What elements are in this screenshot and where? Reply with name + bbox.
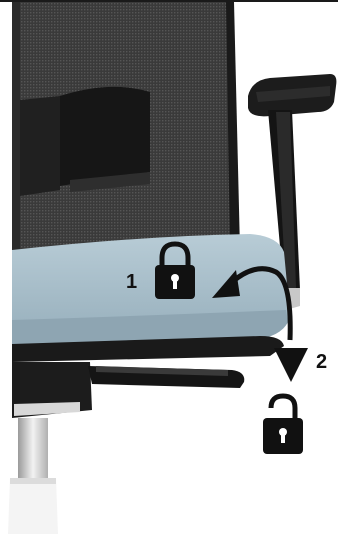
lock-open-icon xyxy=(263,396,303,454)
seat xyxy=(12,234,290,362)
seat-mechanism xyxy=(12,362,244,418)
step-1-label: 1 xyxy=(126,272,137,292)
backrest xyxy=(12,2,240,250)
top-border xyxy=(0,0,338,2)
lumbar-support xyxy=(60,87,150,186)
step-2-label: 2 xyxy=(316,352,327,372)
gas-column xyxy=(8,418,58,534)
down-arrow-icon xyxy=(274,348,308,382)
